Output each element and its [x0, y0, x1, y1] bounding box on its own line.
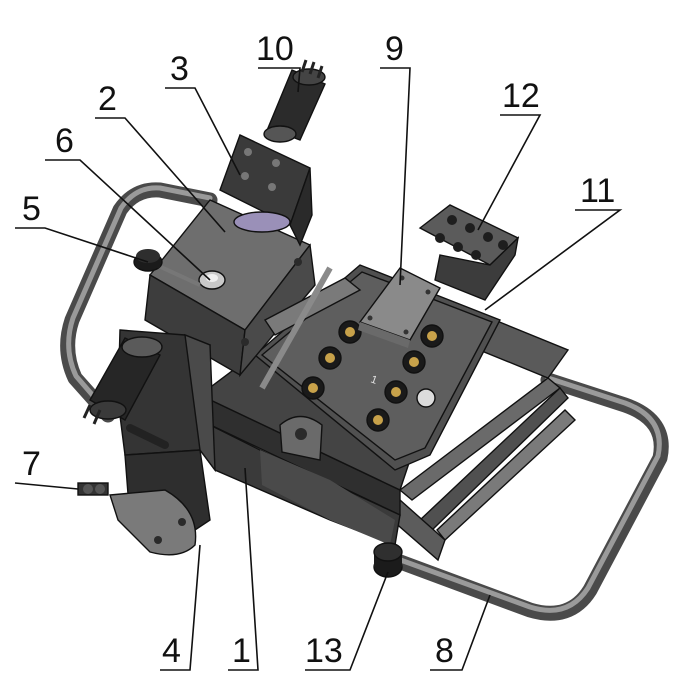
- tool-holder-12: [418, 204, 520, 301]
- callout-numbers: 10 3 2 6 5 7 9 12 11 4 1 13 8: [22, 30, 615, 670]
- callout-4: 4: [162, 632, 181, 670]
- callout-2: 2: [98, 80, 117, 118]
- panel-mark: 1: [369, 374, 379, 387]
- knob-13: [373, 542, 403, 578]
- clamp-7: [77, 482, 109, 496]
- leader-lines: [14, 67, 623, 671]
- callout-3: 3: [170, 50, 189, 88]
- front-handle-tube: [387, 372, 669, 621]
- callout-10: 10: [256, 30, 294, 68]
- callout-5: 5: [22, 190, 41, 228]
- callout-9: 9: [385, 30, 404, 68]
- callout-1: 1: [232, 632, 251, 670]
- lever: [126, 424, 169, 449]
- dial-knobs: [301, 320, 444, 432]
- callout-12: 12: [502, 77, 540, 115]
- upper-housing-2: [144, 199, 316, 378]
- callout-7: 7: [22, 445, 41, 483]
- bracket-3: [219, 134, 313, 247]
- pulley-cover-4: [109, 489, 197, 556]
- side-motor: [82, 336, 163, 425]
- callout-8: 8: [435, 632, 454, 670]
- callout-11: 11: [580, 172, 615, 210]
- callout-6: 6: [55, 122, 74, 160]
- rear-handle-tube: [60, 182, 218, 423]
- callout-13: 13: [305, 632, 343, 670]
- cover-plate-9: [358, 267, 441, 348]
- slide-rod: [259, 266, 362, 390]
- motor-10: [263, 59, 326, 143]
- control-panel: [253, 264, 501, 471]
